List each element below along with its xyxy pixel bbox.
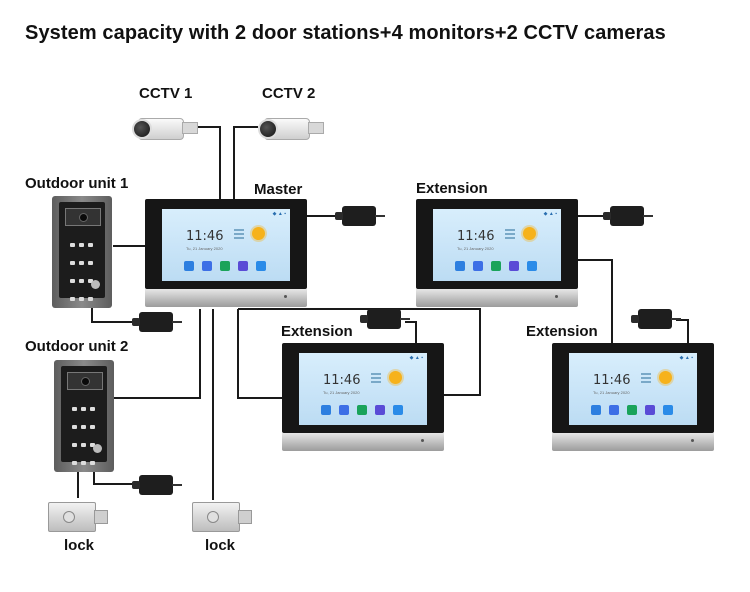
label-extension-right: Extension	[526, 323, 598, 340]
wire-extension-top	[238, 308, 481, 396]
wire-outdoor2-adapter	[93, 470, 135, 485]
power-adapter-ext-top	[603, 206, 653, 226]
wire-cctv2	[233, 126, 258, 200]
wire-mid-adapter	[405, 321, 417, 343]
wire-right-adapter	[676, 319, 689, 343]
monitor-clock: 11:46	[186, 229, 224, 244]
cctv-camera-2	[256, 110, 326, 142]
wire-outdoor1-adapter	[91, 306, 135, 323]
label-lock-1: lock	[64, 537, 95, 554]
monitor-date: Tu, 21 January 2020	[323, 390, 360, 395]
power-adapter-ext-mid	[360, 309, 410, 329]
wire-extension-mid	[237, 309, 282, 399]
label-outdoor-unit-2: Outdoor unit 2	[25, 338, 129, 355]
power-adapter-outdoor-2	[132, 475, 182, 495]
label-master: Master	[254, 181, 303, 198]
power-adapter-master	[335, 206, 385, 226]
sun-icon	[389, 371, 402, 384]
power-adapter-ext-right	[631, 309, 681, 329]
wire-cctv1	[197, 126, 221, 200]
power-adapter-outdoor-1	[132, 312, 182, 332]
monitor-date: Tu, 21 January 2020	[593, 390, 630, 395]
extension-monitor-mid: ◆ ▲ ▪ 11:46 Tu, 21 January 2020	[282, 343, 444, 451]
label-cctv1: CCTV 1	[139, 85, 193, 102]
electric-lock-1	[48, 498, 108, 534]
label-outdoor-unit-1: Outdoor unit 1	[25, 175, 129, 192]
extension-monitor-right: ◆ ▲ ▪ 11:46 Tu, 21 January 2020	[552, 343, 714, 451]
sun-icon	[252, 227, 265, 240]
label-extension-top: Extension	[416, 180, 488, 197]
cctv-camera-1	[130, 110, 200, 142]
wire-outdoor2	[113, 309, 201, 399]
outdoor-unit-2	[54, 360, 114, 472]
outdoor-unit-1	[52, 196, 112, 308]
monitor-clock: 11:46	[457, 229, 495, 244]
monitor-clock: 11:46	[593, 373, 631, 388]
label-lock-2: lock	[205, 537, 236, 554]
master-monitor: ◆ ▲ ▪ 11:46 Tu, 21 January 2020	[145, 199, 307, 307]
diagram-title: System capacity with 2 door stations+4 m…	[25, 22, 666, 44]
label-extension-mid: Extension	[281, 323, 353, 340]
sun-icon	[523, 227, 536, 240]
extension-monitor-top: ◆ ▲ ▪ 11:46 Tu, 21 January 2020	[416, 199, 578, 307]
monitor-clock: 11:46	[323, 373, 361, 388]
label-cctv2: CCTV 2	[262, 85, 316, 102]
sun-icon	[659, 371, 672, 384]
electric-lock-2	[192, 498, 252, 534]
monitor-date: Tu, 21 January 2020	[186, 246, 223, 251]
monitor-date: Tu, 21 January 2020	[457, 246, 494, 251]
